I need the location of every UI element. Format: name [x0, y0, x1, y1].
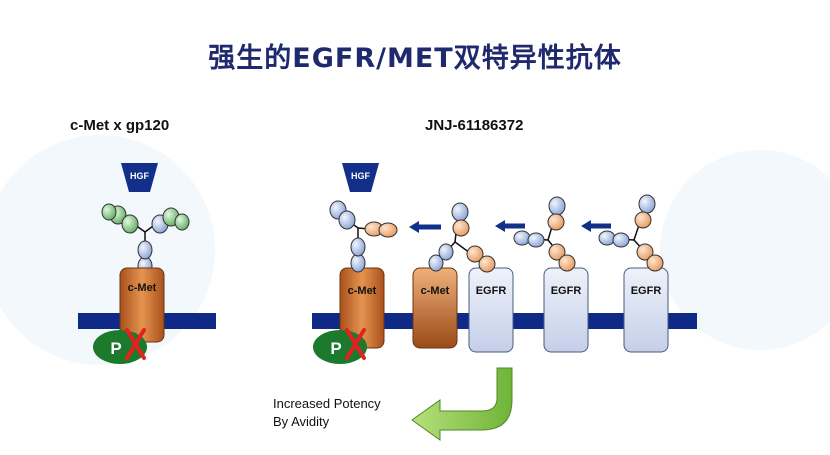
receptor-cmet-2: c-Met [412, 267, 458, 349]
right-panel-title: JNJ-61186372 [425, 117, 524, 134]
svg-text:EGFR: EGFR [476, 285, 507, 297]
receptor-label-cmet-left: c-Met [128, 282, 157, 294]
antibody-egfr-2 [513, 196, 576, 272]
antibody-bridging [428, 202, 496, 273]
antibody-cmet-x-gp120 [101, 203, 190, 276]
svg-text:EGFR: EGFR [551, 285, 582, 297]
hgf-label-left: HGF [130, 171, 150, 181]
hgf-label-right: HGF [351, 171, 371, 181]
hgf-ligand-right: HGF [342, 163, 379, 192]
phospho-blocked-right: P [313, 328, 367, 364]
arrow-left-icon [409, 221, 441, 233]
arrow-left-icon [495, 220, 525, 232]
antibody-bound-cmet [329, 200, 398, 273]
phospho-label-right: P [330, 339, 341, 358]
avidity-note-line1: Increased Potency [273, 396, 381, 411]
phospho-label-left: P [110, 339, 121, 358]
receptor-egfr-3: EGFR [623, 267, 669, 353]
svg-text:c-Met: c-Met [421, 285, 450, 297]
page-title: 强生的EGFR/MET双特异性抗体 [208, 43, 622, 74]
arrow-left-icon [581, 220, 611, 232]
svg-text:EGFR: EGFR [631, 285, 662, 297]
avidity-note-line2: By Avidity [273, 414, 330, 429]
curved-arrow-icon [411, 367, 513, 441]
avidity-note: Increased Potency By Avidity [273, 395, 381, 431]
phospho-blocked-left: P [93, 328, 147, 364]
receptor-egfr-1: EGFR [468, 267, 514, 353]
hgf-ligand-left: HGF [121, 163, 158, 192]
receptor-egfr-2: EGFR [543, 267, 589, 353]
left-panel-title: c-Met x gp120 [70, 117, 170, 134]
cross-icon [125, 328, 146, 360]
antibody-egfr-3 [598, 194, 664, 272]
cross-icon [345, 328, 366, 360]
receptor-cmet-left: c-Met [119, 267, 165, 343]
svg-text:c-Met: c-Met [348, 285, 377, 297]
